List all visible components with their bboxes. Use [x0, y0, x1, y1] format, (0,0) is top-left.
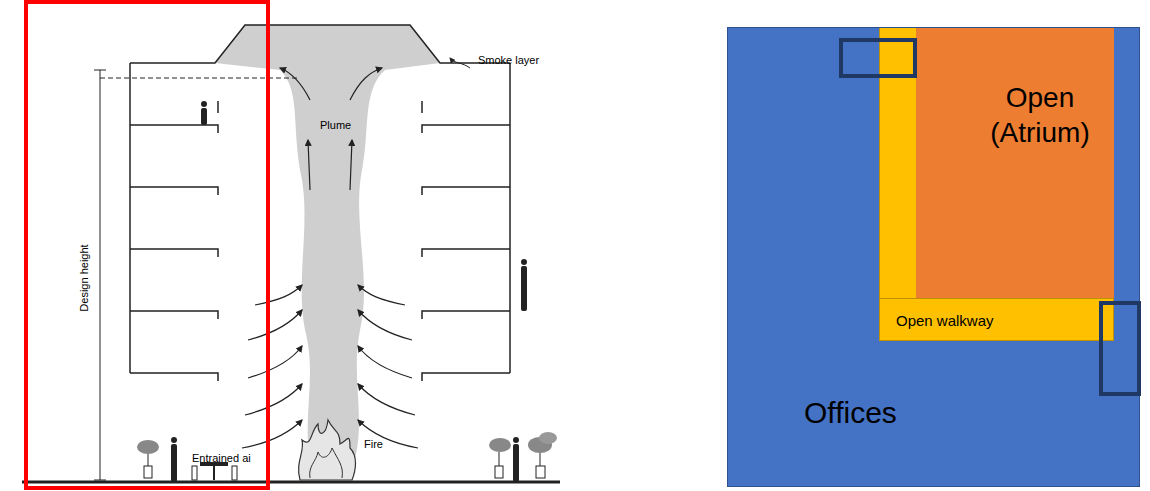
plants-and-furniture: [137, 432, 557, 480]
annotation-label: Smoke layer: [478, 54, 539, 66]
walkway-band: Open walkway: [879, 298, 1114, 341]
highlight-frame: [26, 2, 268, 488]
region-label: Open (Atrium): [970, 80, 1110, 150]
annotation-label: Plume: [320, 119, 351, 131]
walkway-strip: [879, 28, 916, 308]
smoke-layer-leader: [450, 58, 470, 68]
annotation-label: Fire: [364, 438, 383, 450]
annotation-label: Entrained ai: [192, 452, 251, 464]
roof-outline: [130, 25, 510, 63]
people: [171, 101, 527, 482]
marker-box: [1099, 301, 1141, 396]
flow-arrows: [280, 68, 382, 190]
left-floors: [130, 63, 218, 381]
region-label: Offices: [804, 396, 897, 430]
smoke-plume: [215, 25, 440, 470]
region-label: Open walkway: [896, 312, 994, 329]
right-floors: [422, 63, 510, 381]
offices-region: Offices Open (Atrium) Open walkway: [727, 27, 1140, 487]
marker-box: [839, 38, 917, 78]
dimension-label: Design height: [78, 244, 90, 311]
atrium-region: Open (Atrium): [916, 28, 1114, 298]
fire-inner: [310, 448, 343, 478]
fire-flames: [299, 420, 356, 480]
ground-line: [22, 481, 560, 484]
